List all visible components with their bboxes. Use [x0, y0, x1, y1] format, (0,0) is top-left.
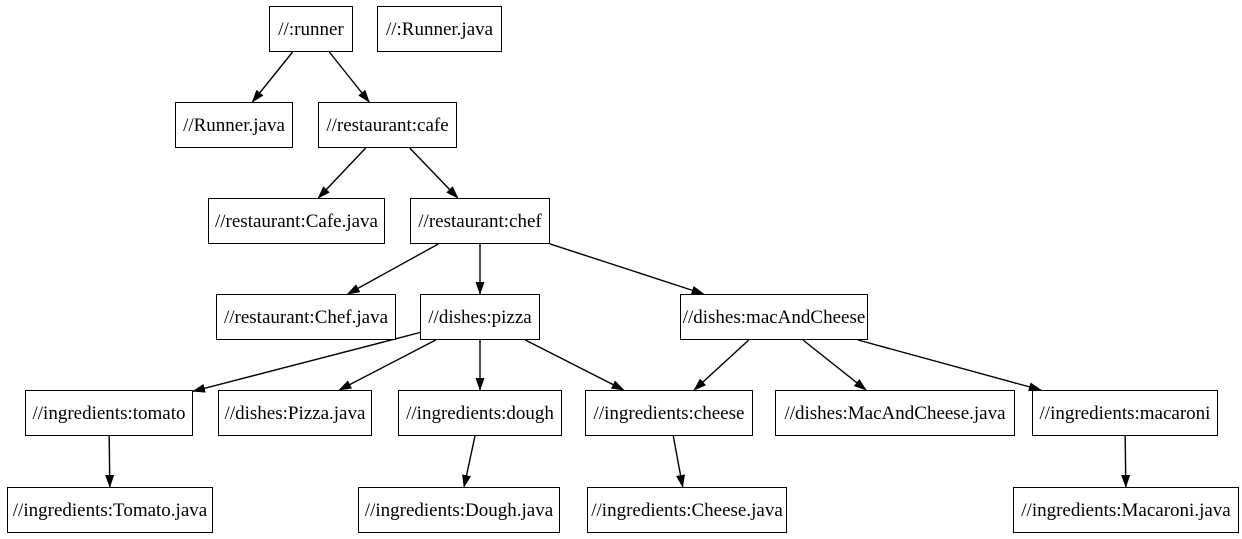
graph-node-cafe-java: //restaurant:Cafe.java	[208, 198, 385, 244]
graph-node-cheese-java: //ingredients:Cheese.java	[587, 487, 787, 533]
node-label: //ingredients:tomato	[32, 402, 186, 424]
node-label: //dishes:MacAndCheese.java	[784, 402, 1006, 424]
edge-pizza-to-cheese	[524, 339, 625, 391]
edge-pizza-to-pizza-java	[338, 339, 437, 391]
node-label: //dishes:pizza	[428, 306, 532, 328]
edge-chef-to-mac-and-cheese	[549, 243, 705, 295]
edge-tomato-to-tomato-java	[105, 435, 115, 488]
node-label: //ingredients:dough	[406, 402, 554, 424]
graph-node-runner-java: //Runner.java	[175, 102, 293, 148]
graph-node-cheese: //ingredients:cheese	[585, 390, 753, 436]
edge-runner-to-cafe	[328, 51, 370, 103]
edge-cafe-to-cafe-java	[317, 147, 367, 199]
edge-mac-and-cheese-to-macaroni	[857, 339, 1042, 392]
edge-pizza-to-tomato	[192, 331, 421, 393]
node-label: //restaurant:Chef.java	[223, 306, 389, 328]
edge-chef-to-chef-java	[346, 243, 439, 295]
graph-node-mac-and-cheese-java: //dishes:MacAndCheese.java	[775, 390, 1015, 436]
node-label: //ingredients:Dough.java	[364, 499, 554, 521]
node-label: //:Runner.java	[385, 18, 494, 40]
node-label: //dishes:macAndCheese	[682, 306, 866, 328]
graph-node-dough: //ingredients:dough	[398, 390, 562, 436]
graph-node-macaroni-java: //ingredients:Macaroni.java	[1013, 487, 1239, 533]
node-label: //ingredients:cheese	[593, 402, 745, 424]
node-label: //restaurant:chef	[418, 210, 542, 232]
graph-node-runner-java-root: //:Runner.java	[377, 6, 502, 52]
graph-node-mac-and-cheese: //dishes:macAndCheese	[680, 294, 868, 340]
graph-node-chef-java: //restaurant:Chef.java	[216, 294, 396, 340]
edge-dough-to-dough-java	[462, 435, 476, 488]
edges-group	[105, 51, 1131, 488]
graph-node-pizza-java: //dishes:Pizza.java	[218, 390, 372, 436]
edge-runner-to-runner-java	[251, 51, 294, 103]
node-label: //ingredients:Tomato.java	[12, 499, 208, 521]
graph-node-chef: //restaurant:chef	[410, 198, 550, 244]
edge-cafe-to-chef	[409, 147, 459, 199]
node-label: //dishes:Pizza.java	[224, 402, 366, 424]
edge-macaroni-to-macaroni-java	[1121, 435, 1131, 488]
edge-mac-and-cheese-to-mac-and-cheese-java	[802, 339, 867, 391]
node-label: //ingredients:macaroni	[1039, 402, 1211, 424]
node-label: //:runner	[278, 18, 344, 40]
graph-node-cafe: //restaurant:cafe	[318, 102, 457, 148]
graph-node-macaroni: //ingredients:macaroni	[1032, 390, 1218, 436]
graph-node-tomato: //ingredients:tomato	[25, 390, 193, 436]
node-label: //restaurant:cafe	[326, 114, 449, 136]
edge-cheese-to-cheese-java	[672, 435, 685, 488]
node-label: //ingredients:Macaroni.java	[1021, 499, 1231, 521]
graph-node-tomato-java: //ingredients:Tomato.java	[7, 487, 213, 533]
graph-node-dough-java: //ingredients:Dough.java	[358, 487, 560, 533]
graph-node-pizza: //dishes:pizza	[420, 294, 540, 340]
node-label: //Runner.java	[183, 114, 285, 136]
node-label: //restaurant:Cafe.java	[214, 210, 378, 232]
graph-node-runner: //:runner	[269, 6, 353, 52]
node-label: //ingredients:Cheese.java	[591, 499, 783, 521]
edge-mac-and-cheese-to-cheese	[693, 339, 750, 391]
